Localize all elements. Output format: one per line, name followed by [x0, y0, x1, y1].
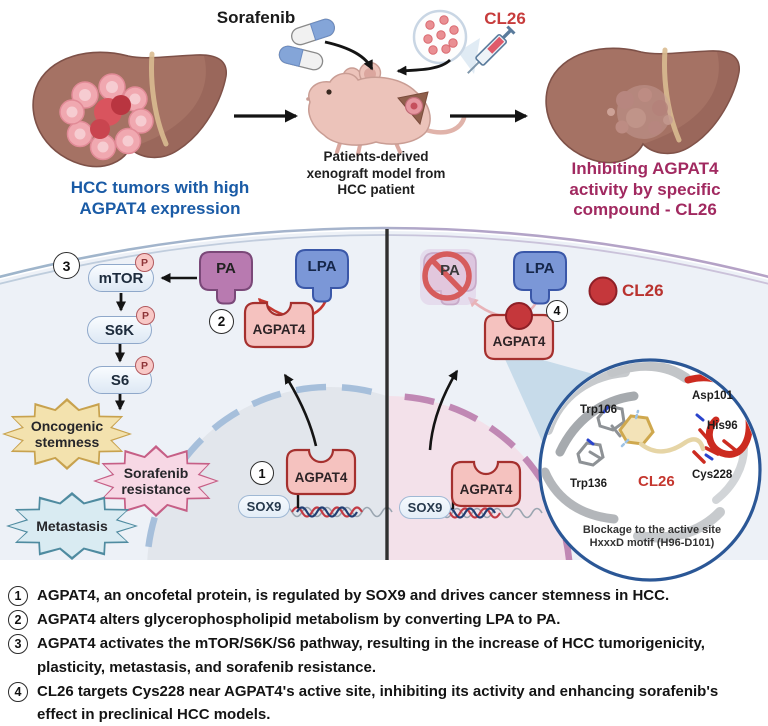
agpat4-nucleus-left-label: AGPAT4 [294, 470, 348, 485]
metastasis-label: Metastasis [36, 518, 108, 534]
cl26-inset-label: CL26 [638, 473, 675, 490]
sox9-right: SOX9 [399, 496, 451, 519]
lpa-label: LPA [307, 258, 337, 275]
protein-inset [538, 358, 762, 582]
step-2-badge: 2 [209, 309, 234, 334]
legend: 1 AGPAT4, an oncofetal protein, is regul… [8, 584, 760, 726]
agpat4-cyto-left-label: AGPAT4 [252, 322, 306, 337]
asp101-label: Asp101 [692, 390, 733, 402]
inset-caption: Blockage to the active site HxxxD motif … [582, 524, 722, 549]
step-3-badge: 3 [53, 252, 80, 279]
oncogenic-stemness-label: Oncogenic stemness [30, 418, 104, 450]
left-liver-icon [33, 52, 226, 166]
tumor-cluster [59, 73, 154, 161]
pa-label: PA [216, 260, 236, 277]
right-liver-icon [546, 48, 739, 162]
legend-num-1: 1 [8, 586, 28, 606]
left-caption: HCC tumors with high AGPAT4 expression [70, 178, 250, 218]
legend-text-4: CL26 targets Cys228 near AGPAT4's active… [37, 682, 719, 724]
legend-item-1: 1 AGPAT4, an oncofetal protein, is regul… [8, 584, 760, 608]
inset-callout-wedge [500, 348, 622, 448]
legend-text-2: AGPAT4 alters glycerophospholipid metabo… [37, 611, 561, 628]
step-1-badge: 1 [250, 461, 274, 485]
step-4-badge: 4 [546, 300, 568, 322]
lpa-right-label: LPA [525, 260, 555, 277]
legend-item-4: 4 CL26 targets Cys228 near AGPAT4's acti… [8, 680, 760, 726]
legend-text-3: AGPAT4 activates the mTOR/S6K/S6 pathway… [37, 635, 705, 676]
cl26-cyto-label: CL26 [622, 281, 664, 300]
mtor-node: mTOR [88, 264, 154, 292]
cell-membrane [0, 226, 768, 285]
sorafenib-resistance-label: Sorafenib resistance [121, 465, 191, 497]
top-arrows [234, 40, 528, 123]
s6k-phospho-badge: P [136, 306, 155, 325]
center-caption: Patients-derived xenograft model from HC… [306, 149, 446, 197]
cl26-top-label: CL26 [484, 9, 526, 28]
right-caption: Inhibiting AGPAT4 activity by specific c… [569, 159, 721, 219]
pa-banned-label: PA [440, 262, 460, 279]
mtor-phospho-badge: P [135, 253, 154, 272]
trp136-label: Trp136 [570, 478, 608, 490]
sox9-left: SOX9 [238, 495, 290, 518]
syringe-icon [467, 25, 516, 74]
legend-num-2: 2 [8, 610, 28, 630]
mouse-icon [306, 61, 467, 156]
cys228-label: Cys228 [692, 469, 733, 481]
s6-phospho-badge: P [135, 356, 154, 375]
his96-label: His96 [707, 420, 738, 432]
cl26-dish-icon [412, 9, 480, 74]
cl26-bound-ball [505, 302, 533, 330]
agpat4-nucleus-right-label: AGPAT4 [459, 482, 513, 497]
agpat4-cyto-right-label: AGPAT4 [492, 334, 546, 349]
legend-item-2: 2 AGPAT4 alters glycerophospholipid meta… [8, 608, 760, 632]
sorafenib-pills-icon [278, 18, 335, 71]
prohibition-icon [422, 251, 472, 301]
legend-text-1: AGPAT4, an oncofetal protein, is regulat… [37, 587, 670, 604]
faded-tumor [607, 85, 673, 139]
sorafenib-label: Sorafenib [216, 8, 296, 27]
legend-num-4: 4 [8, 681, 28, 702]
pathway-arrows [115, 273, 459, 451]
trp106-label: Trp106 [580, 404, 618, 416]
cl26-ball [588, 276, 618, 306]
legend-num-3: 3 [8, 634, 28, 654]
legend-item-3: 3 AGPAT4 activates the mTOR/S6K/S6 pathw… [8, 632, 760, 679]
